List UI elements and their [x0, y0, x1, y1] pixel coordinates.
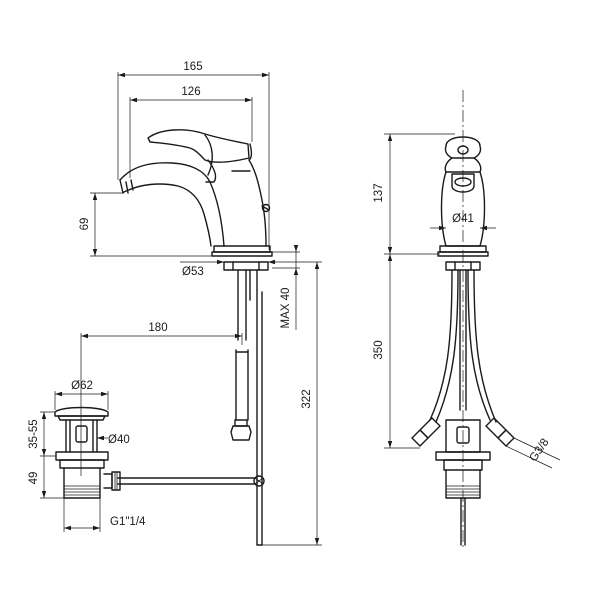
label-drain-diameter: Ø62 [71, 380, 93, 392]
label-side-base-diameter: Ø41 [452, 213, 474, 225]
dimension-lines [40, 72, 561, 546]
label-hose-thread: G3/8 [527, 437, 551, 464]
label-spout-reach: 126 [181, 86, 200, 98]
label-drain-offset: 180 [148, 322, 167, 334]
faucet-side-view [411, 90, 515, 548]
label-drain-body-diameter: Ø40 [108, 434, 130, 446]
label-drain-thread-height: 49 [28, 472, 40, 485]
label-total-length: 165 [183, 61, 202, 73]
faucet-front-view [117, 129, 273, 546]
label-max-thickness: MAX 40 [280, 288, 292, 329]
label-side-height: 137 [373, 183, 385, 202]
pop-up-waste [54, 406, 121, 499]
label-hose-length: 350 [373, 340, 385, 359]
label-drain-height: 35-55 [28, 419, 40, 448]
label-drain-thread: G1"1/4 [110, 516, 146, 528]
label-rod-length: 322 [301, 389, 313, 408]
dimension-labels: 165 126 69 Ø53 MAX 40 180 Ø62 Ø40 35-55 … [28, 61, 552, 528]
label-spout-height: 69 [79, 218, 91, 231]
label-base-diameter: Ø53 [182, 266, 204, 278]
